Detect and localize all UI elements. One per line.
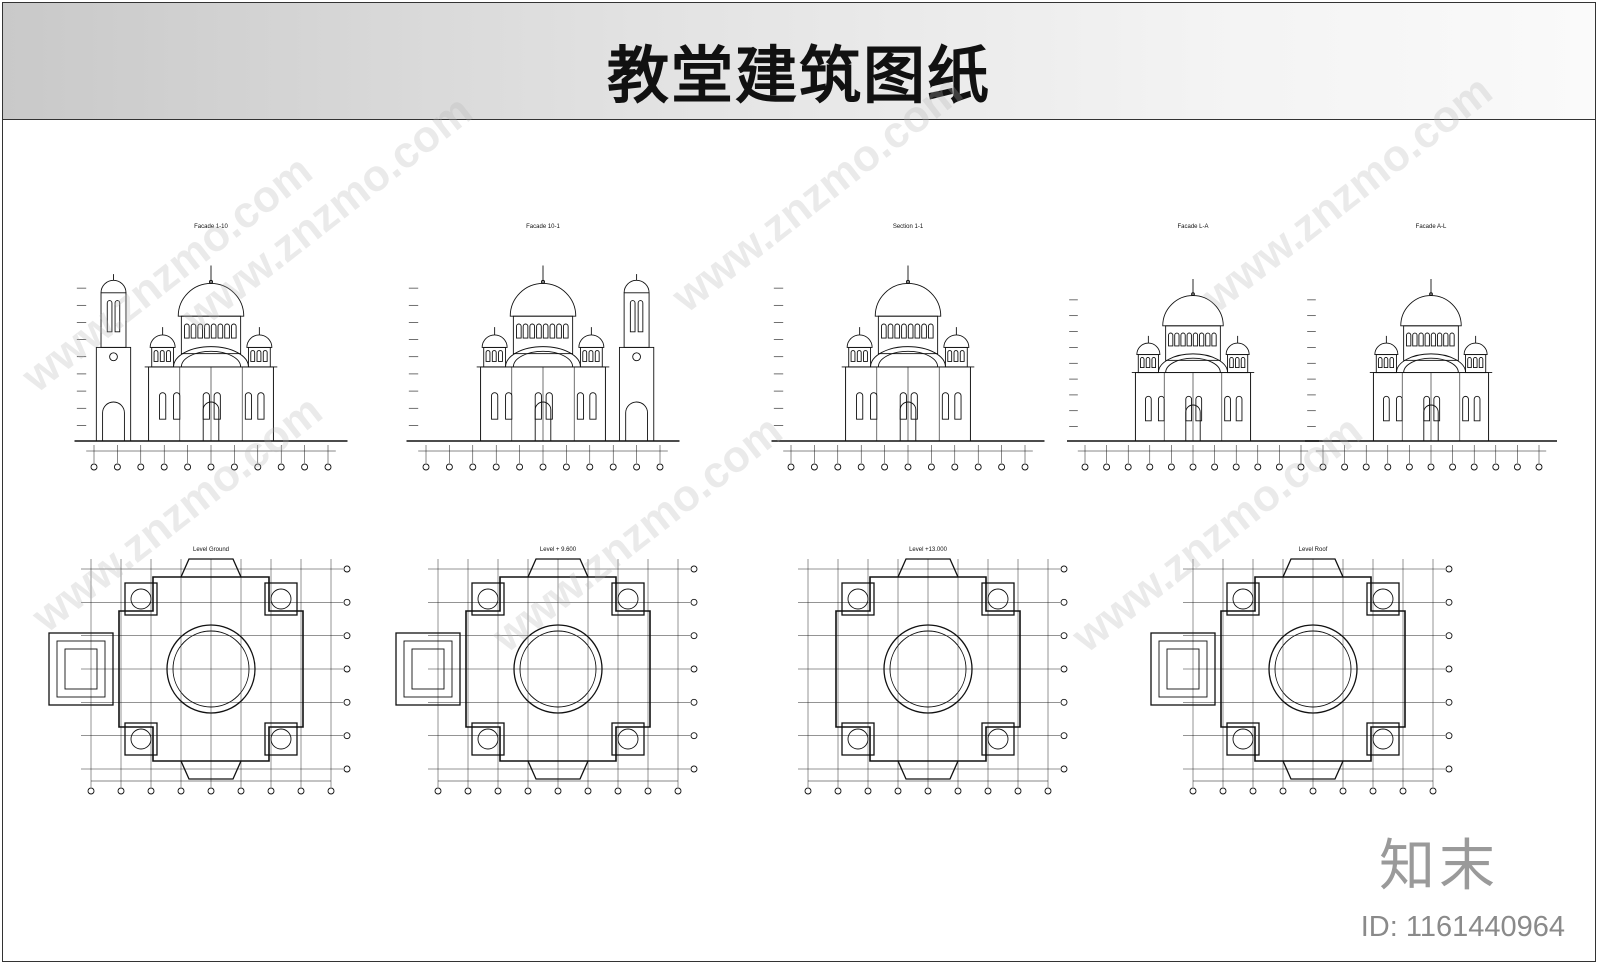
plans-row: Level Ground Level + 9.600 Level +13.000 Le… — [48, 547, 1453, 795]
image-id: ID: 1161440964 — [1360, 911, 1565, 943]
elevation-drawing: Facade L-A — [1067, 224, 1319, 471]
floor-plan: Level +13.000 — [798, 547, 1068, 795]
floor-plan: Level Roof — [1150, 547, 1453, 795]
elevation-drawing: Facade 1-10 — [74, 224, 348, 471]
elevation-drawing: Section 1-1 — [771, 224, 1045, 471]
elevation-drawing: Facade A-L — [1305, 224, 1557, 471]
elevation-label: Facade 10-1 — [526, 224, 560, 230]
brand-logo: 知末 — [1379, 834, 1499, 899]
elevation-label: Facade L-A — [1177, 224, 1208, 230]
plan-label: Level +13.000 — [909, 547, 948, 553]
elevation-label: Facade A-L — [1416, 224, 1447, 230]
plan-label: Level Roof — [1299, 547, 1328, 553]
elevation-label: Section 1-1 — [893, 224, 924, 230]
title-banner: 教堂建筑图纸 — [3, 3, 1595, 120]
floor-plan: Level Ground — [48, 547, 351, 795]
elevation-drawing: Facade 10-1 — [406, 224, 680, 471]
drawings-canvas: Facade 1-10 Facade 10-1 Section 1-1 Facade … — [48, 224, 1557, 795]
sheet-title: 教堂建筑图纸 — [606, 39, 991, 112]
floor-plan: Level + 9.600 — [395, 547, 698, 795]
plan-label: Level + 9.600 — [540, 547, 577, 553]
plan-label: Level Ground — [193, 547, 229, 553]
elevations-row: Facade 1-10 Facade 10-1 Section 1-1 Facade … — [74, 224, 1557, 471]
elevation-label: Facade 1-10 — [194, 224, 228, 230]
